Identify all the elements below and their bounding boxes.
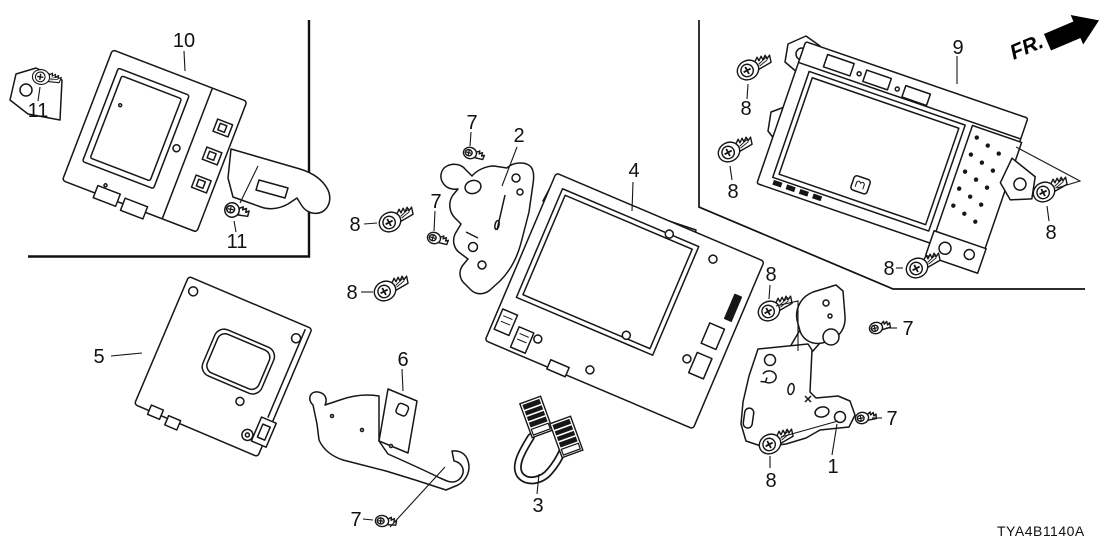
part-9-display-unit [756,35,1036,275]
bolt-7-b [425,230,451,248]
callout-2: 2 [513,125,524,147]
part-10-ear-hole [19,83,33,97]
part-3-connector-left [518,395,554,439]
screw-8-a [732,48,777,85]
part-6-tab [378,388,418,454]
bolt-7-d [867,318,893,336]
callout-8-d: 8 [1045,222,1056,244]
part-10-bracket-slot [255,179,289,199]
part-3-connector-right [548,415,584,459]
screw-8-g [753,289,798,326]
callout-7-c: 7 [350,509,361,531]
leader-lines [37,50,1082,528]
diagram-code: TYA4B1140A [997,523,1085,539]
screw-8-b [713,130,758,167]
callout-7-a: 7 [466,112,477,134]
callout-10: 10 [173,30,195,52]
callout-8-g: 8 [765,264,776,286]
callout-11-b: 11 [227,231,248,253]
callout-11-a: 11 [28,100,49,122]
part-2-bracket [440,162,535,295]
part-5-module [134,276,312,457]
callout-8-h: 8 [765,470,776,492]
screw-8-f [369,269,414,306]
callout-3: 3 [532,495,543,517]
callout-8-c: 8 [883,258,894,280]
divider-part9-box [698,20,1085,290]
part-4-audio-unit [485,173,764,429]
callout-8-b: 8 [727,181,738,203]
fr-direction-marker: FR. [1007,15,1100,64]
fr-arrow-icon [1043,15,1100,51]
callout-9: 9 [952,37,963,59]
callout-1: 1 [827,456,838,478]
part-1-main-plate [740,343,856,448]
callout-4: 4 [628,160,639,182]
part-6-body [309,391,470,491]
part-1-rotation-mark [762,370,777,384]
callout-labels: 10 11 11 9 4 2 5 6 3 1 8 8 8 8 8 8 8 8 7… [28,30,1057,531]
callout-7-e: 7 [886,408,897,430]
part-6-bracket [309,388,470,491]
part-10-right-bracket [227,148,331,215]
bolt-11-b [222,200,251,221]
callout-8-a: 8 [740,98,751,120]
bolt-7-a [461,145,487,163]
part-6-tab-hole [395,402,410,417]
callout-8-f: 8 [346,282,357,304]
part-1-bracket [740,284,856,448]
callout-7-b: 7 [430,191,441,213]
fr-label: FR. [1007,30,1047,64]
bolt-7-e [853,409,878,426]
screw-8-e [374,200,419,237]
part-10-control-module [9,49,331,232]
callout-8-e: 8 [349,214,360,236]
callout-5: 5 [93,346,104,368]
section-divider-lines [28,20,1085,290]
callout-6: 6 [397,349,408,371]
divider-part10-box [28,20,311,258]
part-3-cable [513,395,584,485]
callout-7-d: 7 [902,318,913,340]
screw-8-d [1028,170,1073,207]
bolt-7-c [374,514,398,529]
